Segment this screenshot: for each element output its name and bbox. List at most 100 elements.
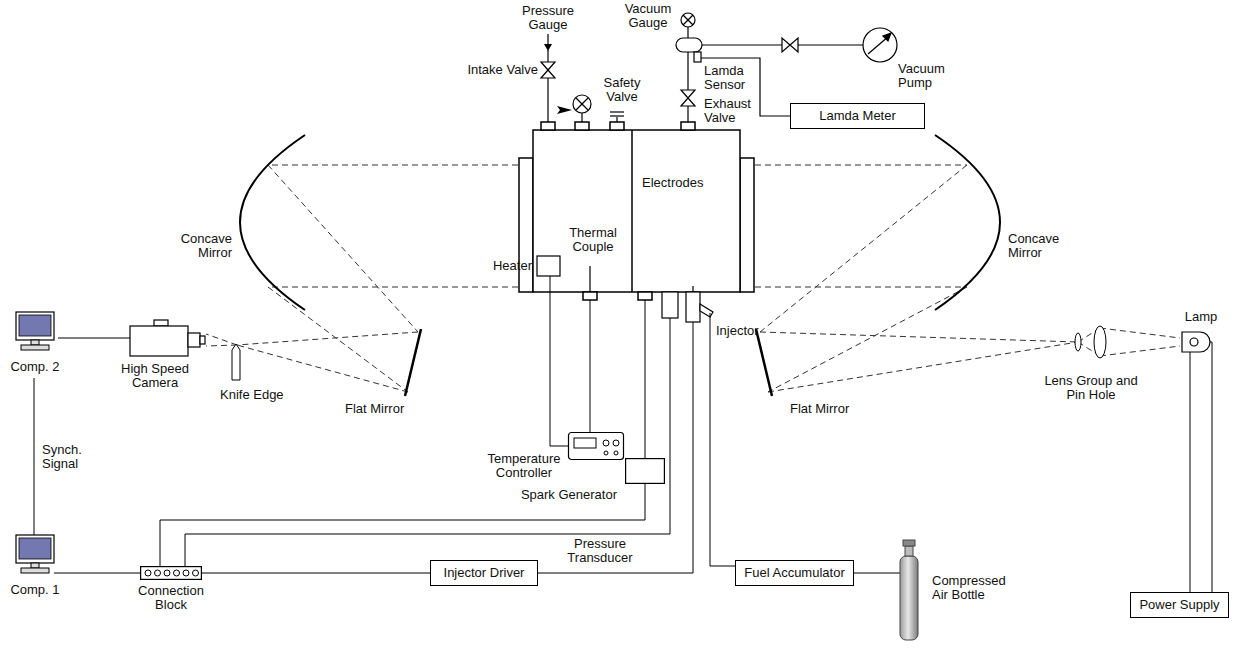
signal-wire [185, 318, 670, 566]
pressure-transducer [662, 292, 678, 318]
part-label: Knife Edge [220, 388, 300, 402]
light-beam [768, 342, 1078, 392]
combustion-chamber [533, 130, 740, 292]
computer-icon-shape [31, 340, 39, 345]
injector [686, 292, 700, 322]
signal-wire [590, 300, 591, 432]
thermocouple-probe [589, 266, 590, 292]
camera-icon-shape [188, 333, 200, 347]
device-box: Lamda Meter [790, 103, 925, 129]
combustion-chamber [583, 292, 597, 300]
exhaust-line [687, 106, 688, 122]
gauge-symbol [683, 15, 693, 25]
light-beam [206, 345, 237, 346]
combustion-chamber [541, 122, 555, 130]
connection-block-shape [183, 570, 189, 576]
camera-icon-shape [130, 318, 205, 358]
computer-icon-shape [21, 568, 49, 573]
air-bottle [900, 540, 918, 640]
light-beam [755, 287, 967, 288]
exhaust-line [687, 52, 688, 90]
combustion-chamber [575, 122, 589, 130]
device-label: Comp. 1 [2, 583, 68, 597]
device-box: Fuel Accumulator [735, 560, 854, 586]
generator-box-shape [625, 458, 665, 484]
combustion-chamber [638, 292, 652, 300]
valve-symbol [790, 38, 798, 52]
vacuum-pump [863, 28, 897, 62]
signal-wire [500, 322, 693, 573]
flat-mirror [756, 329, 772, 396]
part-label: Vacuum Pump [898, 62, 954, 90]
light-beam [1100, 328, 1180, 338]
injector [692, 286, 693, 292]
light-beam [268, 287, 408, 392]
gauge-arrow [544, 44, 572, 114]
injector [686, 286, 713, 322]
controller-icon-shape [603, 440, 609, 446]
part-label: Concave Mirror [1008, 232, 1078, 260]
air-bottle [903, 540, 915, 546]
signal-label: Synch. Signal [42, 443, 102, 471]
device-label: High Speed Camera [115, 362, 195, 390]
computer-icon-shape [19, 538, 51, 559]
light-beam [237, 332, 418, 345]
light-beam [268, 165, 418, 332]
device-label: Connection Block [133, 584, 209, 612]
gauge-arrow [544, 44, 552, 51]
part-label: Lamp [1176, 310, 1226, 324]
connection-block-shape [145, 570, 151, 576]
pin-hole-lens [1075, 326, 1106, 358]
computer-icon-shape [19, 315, 51, 336]
device-box: Injector Driver [430, 560, 538, 586]
valve-symbol [782, 38, 790, 52]
part-label: Intake Valve [440, 63, 538, 77]
connection-block-shape [141, 567, 202, 580]
controller-icon-shape [614, 451, 618, 455]
combustion-chamber [740, 158, 754, 292]
controller-icon-shape [613, 440, 619, 446]
connection-block-shape [155, 570, 161, 576]
part-label: Concave Mirror [164, 232, 232, 260]
lamp [1190, 338, 1198, 346]
connector-line [54, 573, 140, 574]
signal-wire [550, 276, 568, 446]
safety-valve [610, 115, 624, 116]
connector-line [34, 378, 35, 535]
controller-icon-shape [574, 438, 596, 448]
light-beam [1100, 346, 1180, 356]
gauge-symbol [683, 15, 693, 25]
part-label: Pressure Gauge [516, 4, 580, 32]
light-beam [755, 165, 967, 166]
generator-box: Spark Generator [625, 458, 665, 484]
flat-mirror [405, 329, 772, 396]
camera-icon: High Speed Camera [130, 318, 205, 358]
connection-block-shape [174, 570, 180, 576]
valve-symbol [681, 98, 695, 106]
combustion-chamber [631, 130, 633, 292]
gauge-symbol [573, 95, 591, 113]
gauge-symbol [681, 13, 695, 27]
pressure-transducer [662, 292, 678, 318]
connector-line [58, 338, 130, 339]
vacuum-pump [883, 33, 891, 41]
pin-hole-lens [1075, 333, 1081, 351]
device-box: Power Supply [1130, 592, 1229, 618]
vacuum-tank [694, 52, 701, 62]
valve-symbol [681, 90, 695, 98]
box-label: Injector Driver [444, 566, 525, 580]
gauge-symbol [576, 98, 588, 110]
light-beam [237, 345, 408, 392]
connection-block-shape [140, 566, 202, 580]
light-beam [206, 334, 237, 345]
knife-edge [232, 344, 240, 380]
box-label: Lamda Meter [819, 109, 896, 123]
signal-wire [710, 313, 760, 566]
computer-icon: Comp. 2 [12, 312, 58, 376]
device-label: Spark Generator [485, 488, 617, 502]
connection-block-shape [193, 570, 199, 576]
gauge-arrow [557, 106, 572, 114]
part-label: Electrodes [642, 176, 722, 190]
light-beam [268, 165, 518, 166]
